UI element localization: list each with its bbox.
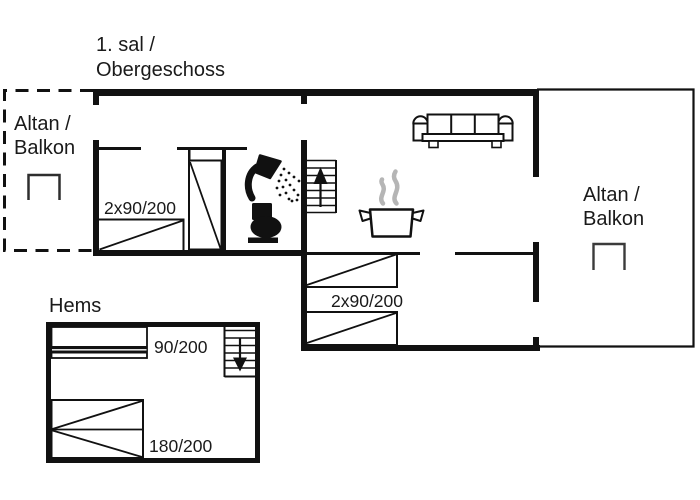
balcony-railing-icon bbox=[27, 173, 61, 200]
bed-label-loft-double: 180/200 bbox=[149, 436, 213, 456]
balcony-railing-icon bbox=[592, 242, 626, 270]
outer-walls bbox=[93, 89, 540, 351]
wall-wardrobe-connector bbox=[188, 150, 191, 160]
wall-mid-vertical bbox=[301, 140, 307, 351]
bed-label-lower-bedroom: 2x90/200 bbox=[331, 291, 404, 311]
page-title: 1. sal / Obergeschoss bbox=[96, 34, 225, 81]
wardrobe-icon bbox=[188, 159, 223, 251]
bed-loft-double bbox=[50, 399, 144, 459]
wall-bottom-left-section bbox=[93, 250, 307, 256]
wall-bathroom bbox=[222, 147, 226, 250]
pot-body bbox=[368, 208, 415, 238]
beds bbox=[50, 159, 398, 459]
steam-left bbox=[379, 177, 386, 206]
bed-label-main-bedroom: 2x90/200 bbox=[104, 198, 177, 218]
pot-handle-left bbox=[358, 209, 372, 222]
wall-living-bedroom-b bbox=[455, 252, 533, 255]
steam-right bbox=[391, 169, 400, 206]
wall-top bbox=[93, 89, 537, 96]
cooking-pot-icon bbox=[358, 169, 425, 238]
wall-mid-stub bbox=[301, 96, 307, 104]
toilet-base bbox=[248, 237, 278, 243]
bed-label-loft-single: 90/200 bbox=[154, 337, 208, 357]
wall-left-lower bbox=[93, 140, 99, 256]
wall-corridor-b bbox=[177, 147, 247, 150]
wall-bottom-main bbox=[301, 345, 540, 351]
wall-corridor-a bbox=[99, 147, 141, 150]
toilet-bowl bbox=[250, 216, 282, 238]
bed-lower-bedroom-bottom bbox=[302, 311, 398, 346]
shower-head bbox=[253, 154, 282, 180]
arrow-down bbox=[233, 357, 247, 372]
balcony-left-label: Altan / Balkon bbox=[14, 113, 76, 159]
wall-right-middle bbox=[533, 242, 539, 302]
shower-icon bbox=[244, 154, 305, 203]
wall-right-bottom-stub bbox=[533, 337, 539, 351]
stairs-down-icon bbox=[223, 327, 256, 378]
wall-left-stub bbox=[93, 89, 99, 105]
balcony-left-outline bbox=[3, 89, 93, 252]
wall-right-upper bbox=[533, 89, 539, 177]
shower-spray bbox=[275, 167, 305, 203]
loft-label: Hems bbox=[49, 295, 102, 317]
balcony-right-label: Altan / Balkon bbox=[583, 184, 645, 230]
bed-main-bedroom bbox=[99, 218, 185, 251]
bed-loft-single bbox=[50, 326, 148, 359]
arrow-up bbox=[313, 167, 328, 184]
balcony-right-outline bbox=[537, 88, 695, 348]
toilet-icon bbox=[248, 203, 282, 243]
pot-handle-right bbox=[411, 209, 425, 222]
stairs-up-icon bbox=[307, 159, 337, 214]
sofa-icon bbox=[412, 113, 514, 149]
loft-room-outline bbox=[46, 322, 260, 463]
toilet-tank bbox=[252, 203, 272, 220]
bed-lower-bedroom-top bbox=[302, 252, 398, 288]
